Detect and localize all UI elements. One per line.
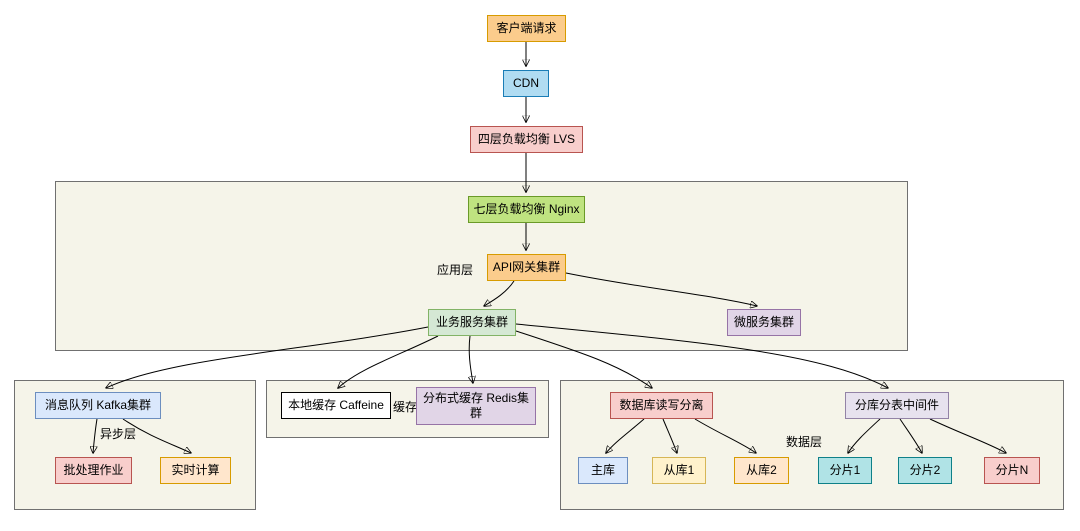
- label-cache-layer: 缓存: [393, 400, 418, 414]
- node-nginx-l7-load-balancer: 七层负载均衡 Nginx: [468, 196, 585, 223]
- node-api-gateway-cluster: API网关集群: [487, 254, 566, 281]
- node-sharding-middleware: 分库分表中间件: [845, 392, 949, 419]
- node-shard-2: 分片2: [898, 457, 952, 484]
- node-master-db: 主库: [578, 457, 628, 484]
- node-redis-cluster: 分布式缓存 Redis集群: [416, 387, 536, 425]
- node-db-read-write-split: 数据库读写分离: [610, 392, 713, 419]
- node-shard-1: 分片1: [818, 457, 872, 484]
- node-slave-db-2: 从库2: [734, 457, 789, 484]
- node-business-service-cluster: 业务服务集群: [428, 309, 516, 336]
- node-realtime-compute: 实时计算: [160, 457, 231, 484]
- node-local-cache-caffeine: 本地缓存 Caffeine: [281, 392, 391, 419]
- label-app-layer: 应用层: [437, 263, 474, 277]
- node-slave-db-1: 从库1: [652, 457, 706, 484]
- node-microservice-cluster: 微服务集群: [727, 309, 801, 336]
- node-kafka-cluster: 消息队列 Kafka集群: [35, 392, 161, 419]
- label-async-layer: 异步层: [100, 427, 137, 441]
- node-lvs-l4-load-balancer: 四层负载均衡 LVS: [470, 126, 583, 153]
- node-client-request: 客户端请求: [487, 15, 566, 42]
- node-batch-job: 批处理作业: [55, 457, 132, 484]
- label-data-layer: 数据层: [786, 435, 823, 449]
- node-shard-N: 分片N: [984, 457, 1040, 484]
- node-cdn: CDN: [503, 70, 549, 97]
